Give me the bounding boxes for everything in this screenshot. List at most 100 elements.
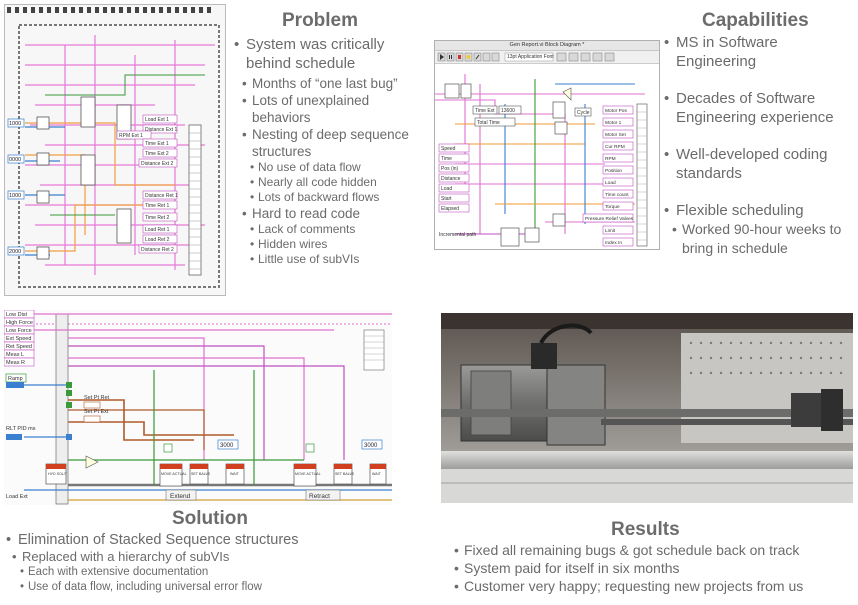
old-label-5: Distance Ext 2 (141, 161, 173, 167)
new-left-label-3: Distance (441, 176, 461, 182)
actuator-photo-svg (441, 313, 853, 503)
capabilities-title: Capabilities (702, 10, 809, 31)
sol-vi-4: MOVE ACTUAL (295, 472, 321, 476)
solution-subsub-1: Use of data flow, including universal er… (18, 580, 386, 595)
new-right-label-10: Limit (605, 228, 616, 234)
mid-label-2: Total Time (477, 120, 500, 126)
problem-item-2: Nesting of deep sequence structures (240, 126, 414, 160)
problem-title: Problem (282, 10, 359, 31)
problem-item-7: Lack of comments (248, 222, 414, 237)
new-left-label-2: Pos (in) (441, 166, 459, 172)
sol-load-label: Load Ext (6, 494, 28, 500)
problem-main: System was critically behind schedule (234, 35, 414, 73)
sol-vi-2: SET BALVE (191, 472, 211, 476)
toolbar-pause-icon[interactable] (446, 52, 455, 62)
capability-2: Well-developed coding standards (664, 145, 854, 183)
sol-const-1: 3000 (220, 443, 234, 449)
old-label-4: Time Ext 2 (145, 151, 169, 157)
triangle-node-icon (562, 87, 572, 101)
toolbar-align-icon[interactable] (556, 52, 567, 62)
solution-title: Solution (172, 508, 248, 529)
toolbar-distribute-icon[interactable] (568, 52, 579, 62)
result-2: Customer very happy; requesting new proj… (452, 577, 852, 595)
toolbar-step-out-icon[interactable] (491, 52, 500, 62)
old-num-2: 1000 (9, 193, 21, 199)
solution-diagram-svg: Low Dist High Force Low Force Ext Speed … (4, 310, 392, 505)
capability-sub: Worked 90-hour weeks to bring in schedul… (670, 220, 854, 258)
solution-list: Elimination of Stacked Sequence structur… (6, 531, 386, 595)
results-list: Fixed all remaining bugs & got schedule … (452, 541, 852, 595)
capability-1: Decades of Software Engineering experien… (664, 89, 854, 127)
toolbar-reorder-icon[interactable] (592, 52, 603, 62)
new-left-label-5: Start (441, 196, 452, 202)
new-right-label-3: Cur RPM (605, 144, 625, 150)
old-num-0: 1000 (9, 121, 21, 127)
capability-0: MS in Software Engineering (664, 33, 854, 71)
new-right-label-0: Motor Pos (605, 108, 627, 114)
solution-diagram: Low Dist High Force Low Force Ext Speed … (4, 310, 392, 505)
old-label-7: Time Ret 1 (145, 203, 169, 209)
sol-vi-0: HYD SOL/T (48, 472, 68, 476)
sol-vi-3: WAIT (230, 472, 240, 476)
toolbar-abort-icon[interactable] (455, 52, 464, 62)
font-dropdown[interactable] (504, 52, 554, 62)
new-diagram-svg: Speed Time Pos (in) Distance Load Start … (435, 74, 648, 247)
sol-left-label-5: Meas L (6, 352, 24, 358)
new-left-label-4: Load (441, 186, 452, 192)
solution-sub: Replaced with a hierarchy of subVIs (10, 549, 386, 565)
old-label-8: Time Ret 2 (145, 215, 169, 221)
sol-left-label-4: Ret Speed (6, 344, 32, 350)
new-left-label-0: Speed (441, 146, 456, 152)
old-num-1: 0000 (9, 157, 21, 163)
new-right-label-5: Position (605, 168, 622, 174)
old-label-1: Distance Ext 1 (145, 127, 177, 133)
result-1: System paid for itself in six months (452, 559, 852, 577)
new-left-label-1: Time (441, 156, 452, 162)
sol-vi-1: MOVE ACTUAL (161, 472, 187, 476)
sol-pid-label: RLT PID ms (6, 426, 36, 432)
old-label-11: Distance Ret 2 (141, 247, 174, 253)
results-title: Results (611, 519, 680, 540)
toolbar-cleanup-icon[interactable] (604, 52, 615, 62)
old-block-diagram: Load Ext 1 Distance Ext 1 RPM Ext 1 Time… (4, 4, 226, 296)
old-label-2: RPM Ext 1 (119, 133, 143, 139)
sol-triangle-icon (85, 455, 99, 469)
result-0: Fixed all remaining bugs & got schedule … (452, 541, 852, 559)
old-num-3: 2000 (9, 249, 21, 255)
problem-item-9: Little use of subVIs (248, 252, 414, 267)
capability-3: Flexible scheduling (664, 201, 854, 220)
old-label-0: Load Ext 1 (145, 117, 169, 123)
toolbar-resize-icon[interactable] (580, 52, 591, 62)
capabilities-list: MS in Software Engineering Decades of So… (664, 33, 854, 258)
solution-main: Elimination of Stacked Sequence structur… (6, 531, 386, 549)
old-label-3: Time Ext 1 (145, 141, 169, 147)
new-right-label-11: Index In (605, 240, 622, 246)
new-right-label-9: Pressure Relief Valves (585, 216, 634, 222)
new-right-label-4: RPM (605, 156, 616, 162)
problem-item-5: Lots of backward flows (248, 190, 414, 205)
problem-item-6: Hard to read code (240, 205, 414, 222)
new-right-label-1: Motor 1 (605, 120, 622, 126)
actuator-photo (441, 313, 853, 503)
sol-left-label-6: Meas R (6, 360, 25, 366)
new-left-label-6: Elapsed (441, 206, 459, 212)
new-right-label-7: Time count (605, 192, 629, 198)
low-label: Incremental path (439, 232, 476, 238)
mid-label-0: Time Ext (475, 108, 495, 114)
window-toolbar: 13pt Application Font (435, 51, 659, 64)
mid-label-3: Cycle (577, 110, 590, 116)
problem-item-1: Lots of unexplained behaviors (240, 92, 414, 126)
set-pt-ext-label: Set Pt Ext (84, 409, 109, 415)
old-diagram-svg: Load Ext 1 Distance Ext 1 RPM Ext 1 Time… (5, 5, 225, 295)
toolbar-highlight-icon[interactable] (464, 52, 473, 62)
sol-left-label-1: High Force (6, 320, 33, 326)
sol-ramp-label: Ramp (8, 376, 23, 382)
toolbar-step-icon[interactable] (473, 52, 482, 62)
toolbar-step-over-icon[interactable] (482, 52, 491, 62)
new-block-diagram-window: Gen Report.vi Block Diagram * 13pt Appli… (434, 40, 660, 250)
sol-vi-5: SET BALVE (335, 472, 355, 476)
new-right-label-2: Motor Set (605, 132, 626, 138)
font-dropdown-label: 13pt Application Font (507, 54, 554, 60)
toolbar-run-icon[interactable] (437, 52, 446, 62)
window-titlebar: Gen Report.vi Block Diagram * (435, 41, 659, 51)
